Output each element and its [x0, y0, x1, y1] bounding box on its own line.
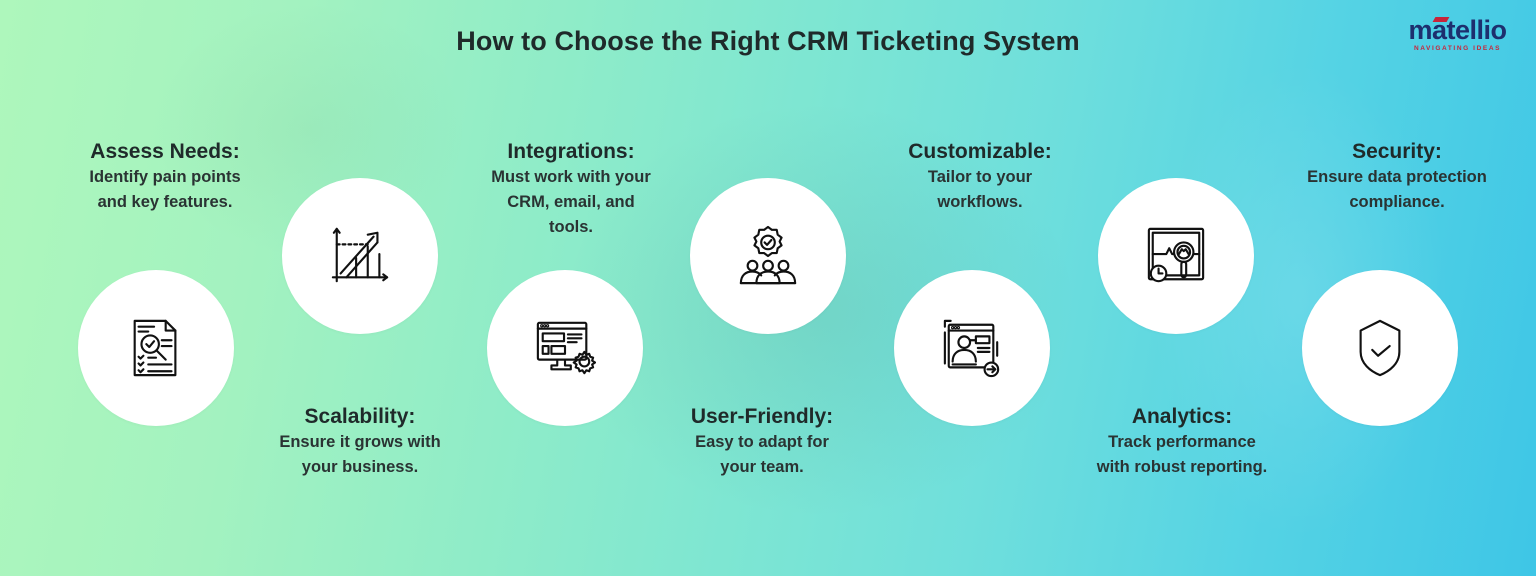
step-icon-circle-user-friendly: [690, 178, 846, 334]
step-analytics: Analytics: Track performance with robust…: [1067, 404, 1297, 480]
step-description-line: Must work with your: [491, 168, 651, 186]
shield-check-icon: [1359, 319, 1401, 377]
step-description-line: Tailor to your: [927, 168, 1033, 186]
step-assess-needs: Assess Needs: Identify pain points and k…: [50, 139, 280, 215]
growth-chart-icon: [331, 227, 389, 283]
step-icon-circle-scalability: [282, 178, 438, 334]
step-description-line: Track performance: [1108, 433, 1256, 451]
step-user-friendly: User-Friendly: Easy to adapt for your te…: [647, 404, 877, 480]
step-description-line: your business.: [301, 458, 419, 476]
step-title: Customizable:: [908, 140, 1052, 163]
step-description-line: workflows.: [937, 193, 1023, 211]
document-search-checklist-icon: [133, 319, 177, 377]
step-title: Security:: [1352, 140, 1442, 163]
step-description-line: compliance.: [1349, 193, 1445, 211]
step-title: User-Friendly:: [690, 405, 834, 428]
step-title: Scalability:: [304, 405, 416, 428]
step-icon-circle-customizable: [894, 270, 1050, 426]
team-badge-icon: [739, 225, 797, 285]
step-customizable: Customizable: Tailor to your workflows.: [865, 139, 1095, 215]
step-description-line: Ensure data protection: [1307, 168, 1487, 186]
user-profile-window-icon: [943, 319, 1000, 378]
step-description-line: with robust reporting.: [1096, 458, 1268, 476]
step-description-line: tools.: [549, 218, 593, 236]
step-description-line: and key features.: [97, 193, 233, 211]
step-description-line: Identify pain points: [89, 168, 241, 186]
logo-tagline: NAVIGATING IDEAS: [1413, 45, 1502, 52]
step-icon-circle-analytics: [1098, 178, 1254, 334]
step-title: Integrations:: [507, 140, 635, 163]
logo-wordmark: matellio: [1408, 15, 1507, 45]
step-description-line: Ensure it grows with: [279, 433, 441, 451]
step-icon-circle-assess-needs: [78, 270, 234, 426]
page-title: How to Choose the Right CRM Ticketing Sy…: [456, 26, 1080, 56]
step-icon-circle-security: [1302, 270, 1458, 426]
brand-logo: matellio NAVIGATING IDEAS: [1400, 16, 1515, 52]
step-icon-circle-integrations: [487, 270, 643, 426]
step-description-line: your team.: [720, 458, 804, 476]
monitor-analytics-icon: [1147, 227, 1205, 283]
step-title: Assess Needs:: [90, 140, 240, 163]
step-description-line: Easy to adapt for: [695, 433, 829, 451]
monitor-settings-icon: [536, 321, 596, 375]
logo-accent-mark: [1432, 17, 1450, 22]
step-security: Security: Ensure data protection complia…: [1282, 139, 1512, 215]
step-scalability: Scalability: Ensure it grows with your b…: [245, 404, 475, 480]
step-integrations: Integrations: Must work with your CRM, e…: [456, 139, 686, 240]
step-description-line: CRM, email, and: [507, 193, 635, 211]
step-title: Analytics:: [1131, 405, 1233, 428]
